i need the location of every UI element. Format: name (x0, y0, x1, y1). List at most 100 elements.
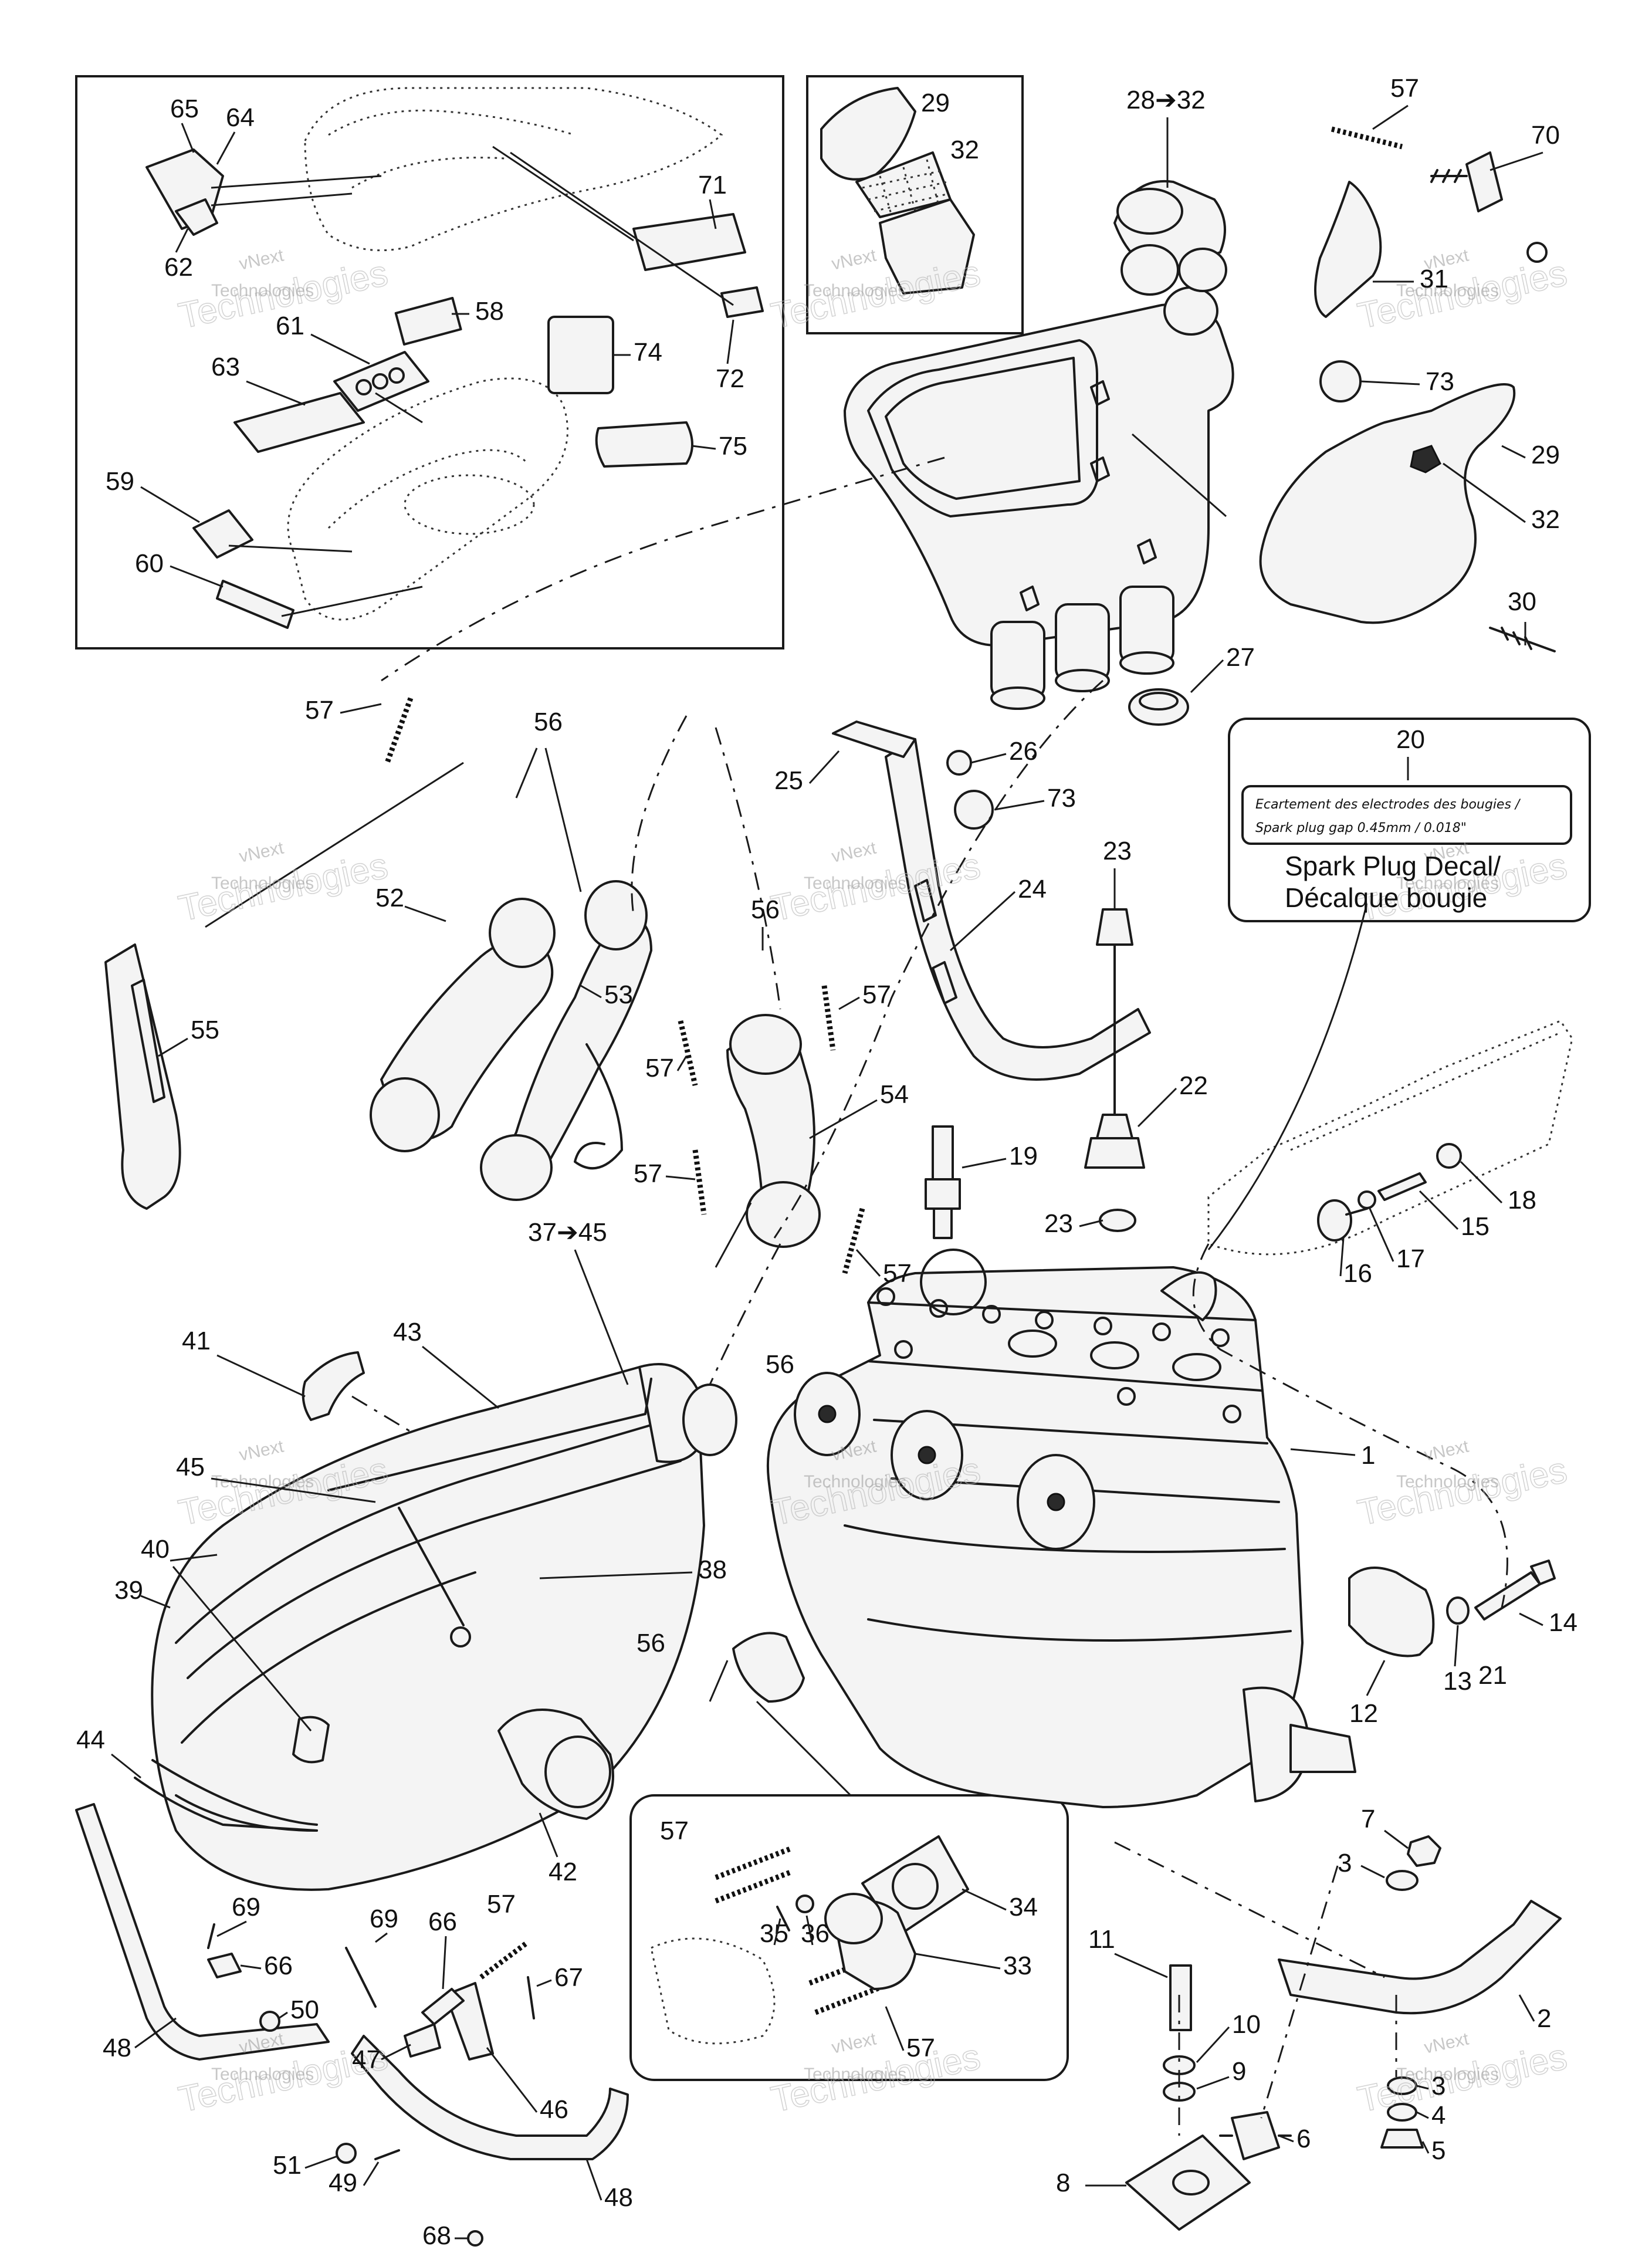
decal-72 (720, 286, 764, 318)
callout-28-32: 28➔32 (1126, 86, 1206, 114)
callout-10: 10 (1232, 2010, 1261, 2039)
decal-61 (333, 351, 429, 412)
callout-51: 51 (273, 2151, 302, 2180)
air-silencer-lid-inner (885, 357, 1081, 500)
callout-68: 68 (422, 2221, 451, 2250)
callout-16: 16 (1343, 1259, 1372, 1288)
mount-8 (1125, 2134, 1251, 2231)
nut-51 (336, 2143, 357, 2164)
support-48 (75, 1803, 330, 2061)
watermark-small-10b: Technologies (211, 2065, 314, 2084)
callout-57-mid-right: 57 (862, 980, 891, 1009)
watermark-small-2a: vNext (830, 245, 879, 273)
callout-2: 2 (1537, 2004, 1551, 2033)
panel-31 (1314, 181, 1382, 318)
callout-63: 63 (211, 353, 240, 381)
decal-75 (595, 421, 693, 468)
callout-13: 13 (1443, 1667, 1472, 1696)
callout-75: 75 (719, 432, 747, 461)
bracket-2 (1278, 1900, 1562, 2015)
callout-62: 62 (164, 253, 193, 282)
bracket-25 (832, 720, 916, 758)
watermark-small-5b: Technologies (804, 874, 906, 893)
callouts: 65 64 62 71 72 58 61 63 74 75 59 60 29 3… (76, 74, 1577, 2250)
callout-56-flange: 56 (637, 1629, 665, 1657)
callout-26: 26 (1009, 737, 1038, 766)
inset-flange-frame (629, 1794, 1069, 2081)
watermark-small-5a: vNext (830, 838, 879, 866)
decal-20-label (1241, 785, 1572, 845)
belt-guard-dotted-outline (287, 377, 568, 621)
watermark-small-9b: Technologies (1396, 1472, 1499, 1491)
bracket-70 (1430, 151, 1548, 263)
mount-22-23 (1084, 908, 1145, 1232)
air-silencer-body (844, 303, 1234, 647)
callout-74: 74 (634, 338, 662, 367)
watermark-small-11a: vNext (830, 2029, 879, 2057)
washer-36 (795, 1895, 814, 1913)
callout-73-mid: 73 (1047, 784, 1076, 813)
callout-57-mid-left: 57 (645, 1054, 674, 1082)
rivet-69a (207, 1923, 215, 1949)
decal-20-title-fr: Décalque bougie (1285, 882, 1487, 913)
callout-21: 21 (1478, 1661, 1507, 1690)
callout-59: 59 (106, 467, 134, 496)
watermark-small-11b: Technologies (804, 2065, 906, 2084)
decal-58 (394, 296, 462, 346)
watermark-small-2b: Technologies (804, 281, 906, 300)
pin-35 (776, 1906, 790, 1931)
exhaust-manifold-54 (726, 1014, 821, 1248)
flange-56-outside (732, 1632, 805, 1703)
callout-61: 61 (276, 312, 304, 340)
decal-20-fr-line: Ecartement des electrodes des bougies / (1255, 797, 1521, 812)
watermark-small-1a: vNext (238, 245, 286, 273)
engine-1 (766, 1266, 1356, 1808)
callout-1: 1 (1361, 1441, 1375, 1470)
callout-48-right: 48 (604, 2183, 633, 2212)
cover-29 (1259, 383, 1516, 624)
clip-47 (404, 2023, 441, 2058)
rivet-69b (345, 1947, 377, 2008)
callout-72: 72 (716, 364, 744, 393)
callout-11: 11 (1088, 1925, 1115, 1954)
watermark-small-7b: Technologies (211, 1472, 314, 1491)
bracket-24-slot-a (914, 879, 937, 922)
callout-65: 65 (170, 94, 199, 123)
assembly-dashed-lines (351, 456, 1508, 2136)
decal-60 (216, 580, 294, 629)
plug-73 (1319, 360, 1362, 402)
callout-69-mid: 69 (370, 1904, 398, 1933)
callout-23-top: 23 (1103, 837, 1132, 865)
callout-22: 22 (1179, 1071, 1208, 1100)
watermark-small-12a: vNext (1423, 2029, 1471, 2057)
clip-32 (1410, 445, 1441, 473)
filter-bracket (879, 198, 975, 295)
air-silencer-outlets (990, 586, 1174, 710)
callout-57-bottom-left: 57 (487, 1890, 516, 1919)
muffler-straps (151, 1378, 652, 1832)
inset-decals-frame (75, 75, 784, 649)
muffler-38 (151, 1363, 737, 1891)
heat-shield-41 (302, 1351, 365, 1421)
callout-48-left: 48 (103, 2034, 131, 2062)
callout-24: 24 (1018, 875, 1047, 904)
nut-50 (259, 2011, 280, 2032)
bolt-11 (1169, 1964, 1192, 2031)
callout-67: 67 (554, 1963, 583, 1992)
nut-26 (946, 750, 972, 776)
inset-filter-frame (806, 75, 1024, 334)
callout-56-muffler: 56 (766, 1350, 794, 1379)
decal-62 (175, 198, 218, 236)
callout-64: 64 (226, 103, 255, 132)
callout-69-left: 69 (232, 1893, 260, 1922)
decal-20-en-line: Spark plug gap 0.45mm / 0.018" (1255, 821, 1467, 835)
plate-12 (1348, 1567, 1435, 1657)
washer-68 (467, 2230, 483, 2247)
callout-57-flange-bottom: 57 (906, 2034, 935, 2062)
decal-63 (233, 392, 365, 453)
leader-arrows (205, 433, 1368, 1797)
decal-20-number: 20 (1396, 725, 1425, 754)
decal-61-hole-b (372, 373, 388, 390)
callout-leaders (111, 104, 1543, 2240)
callout-33: 33 (1003, 1951, 1032, 1980)
